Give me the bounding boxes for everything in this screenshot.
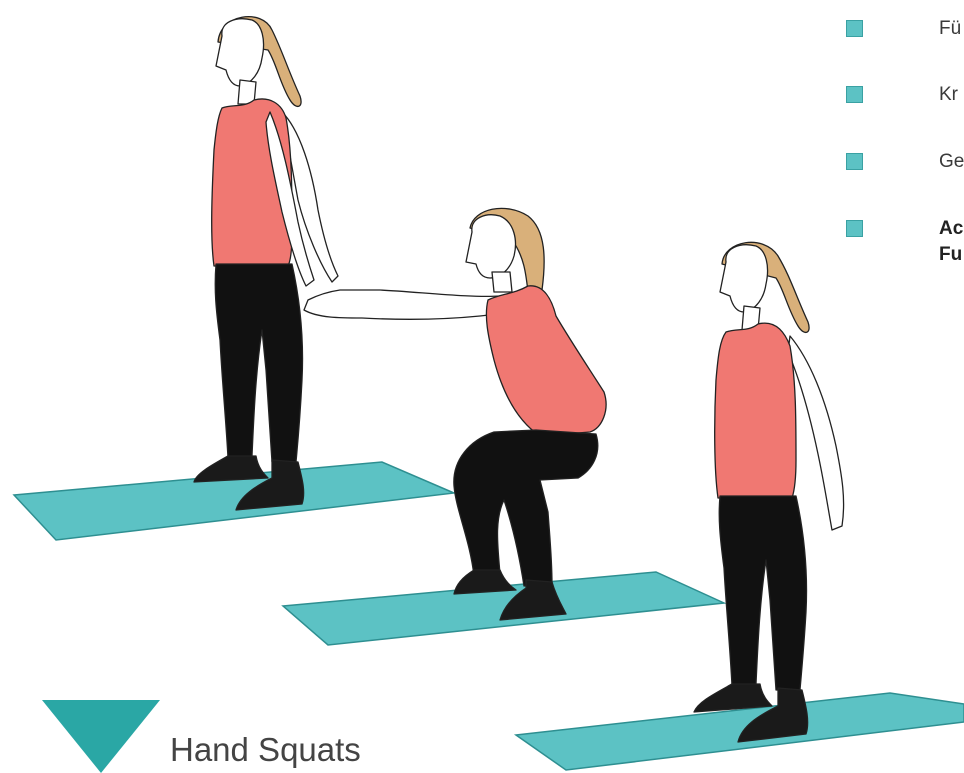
tank-top	[715, 323, 796, 498]
tank-top	[486, 286, 606, 436]
exercise-title: Hand Squats	[170, 730, 361, 770]
legend-item: Ac Fu	[846, 214, 964, 284]
legend-item: Fü	[846, 14, 964, 64]
square-bullet-icon	[846, 20, 863, 37]
legend: Fü Kr Ge Ac Fu	[846, 14, 964, 294]
legend-item-text: Ge	[939, 149, 964, 175]
neck	[492, 272, 512, 292]
figure-standing-end	[694, 242, 844, 742]
triangle-down-icon	[42, 700, 160, 773]
legend-item-text: Fü	[939, 16, 961, 42]
square-bullet-icon	[846, 153, 863, 170]
legend-item: Kr	[846, 80, 964, 130]
legend-item-text: Kr	[939, 82, 958, 108]
head	[466, 215, 515, 278]
legend-item: Ge	[846, 147, 964, 197]
head	[720, 245, 768, 312]
exercise-caption: Hand Squats	[42, 700, 382, 773]
shoe-back	[454, 570, 516, 594]
shoe-back	[194, 456, 268, 482]
leggings	[719, 496, 806, 690]
square-bullet-icon	[846, 86, 863, 103]
square-bullet-icon	[846, 220, 863, 237]
legend-item-text: Ac Fu	[939, 216, 963, 268]
figure-standing-start	[194, 17, 338, 510]
leggings	[454, 430, 598, 586]
leggings	[215, 264, 302, 462]
head	[216, 19, 264, 86]
figure-squat	[304, 208, 606, 620]
